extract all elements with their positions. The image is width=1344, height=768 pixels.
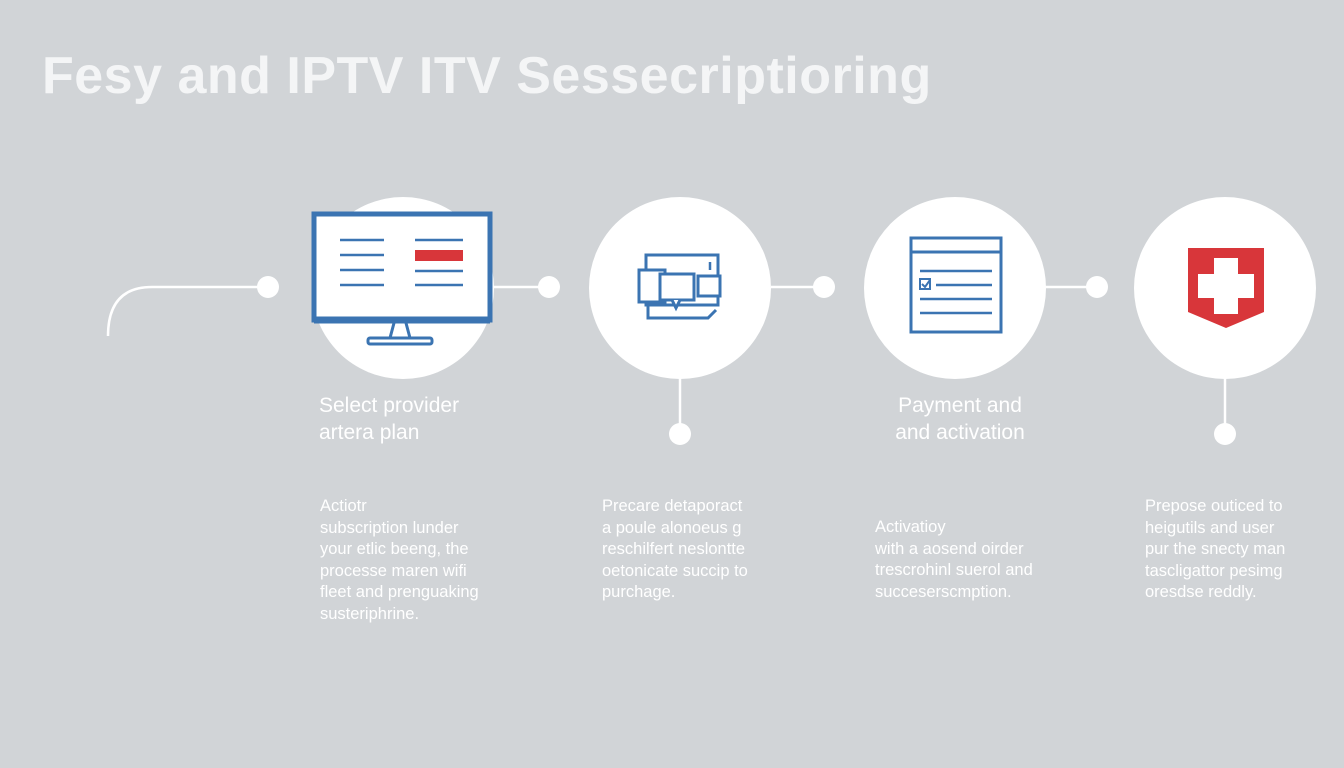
description-line: oresdse reddly. [1145,583,1257,601]
description-line: succeserscmption. [875,582,1012,601]
description-line: Actiotr [320,497,367,515]
description-line: processe maren wifi [320,561,467,580]
description-line: trescrohinl suerol and [875,561,1033,579]
heading-line: Select provider [319,394,460,417]
timeline-node [1214,423,1236,445]
timeline-node [538,276,560,298]
medical-cross-shield-icon [1188,248,1264,328]
description-line: your etlic beeng, the [320,540,469,558]
monitor-icon [311,211,493,346]
description-line: heigutils and user [1145,518,1275,537]
description-line: Precare detaporact [602,497,743,515]
step-4-description: Prepose outiced to heigutils and user pu… [1145,496,1344,604]
page-title: Fesy and IPTV ITV Sessecriptioring [42,47,932,105]
description-line: a poule alonoeus g [602,518,742,537]
step-3-heading: Payment and and activation [830,392,1090,446]
timeline-node [1086,276,1108,298]
step-2-description: Precare detaporact a poule alonoeus g re… [602,496,802,604]
description-line: Activatioy [875,518,946,536]
checklist-document-icon [909,236,1003,334]
description-line: fleet and prenguaking [320,583,479,601]
timeline-node [813,276,835,298]
description-line: subscription lunder [320,518,459,537]
description-line: Prepose outiced to [1145,497,1283,515]
description-line: tascligattor pesimg [1145,561,1283,580]
timeline-node [669,423,691,445]
timeline-start-curve [106,285,268,337]
description-line: with a aosend oirder [875,539,1024,558]
description-line: purchage. [602,583,676,601]
description-line: reschilfert neslontte [602,540,746,558]
description-line: pur the snecty man [1145,540,1286,558]
description-line: susteriphrine. [320,604,420,623]
step-1-heading: Select provider artera plan [319,392,579,446]
description-line: oetonicate succip to [602,561,748,580]
heading-line: Payment and [898,394,1022,417]
step-3-description: Activatioy with a aosend oirder trescroh… [875,517,1075,603]
heading-line: artera plan [319,421,420,444]
step-1-description: Actiotr subscription lunder your etlic b… [320,496,520,625]
step-3-circle [864,197,1046,379]
devices-icon [637,253,722,320]
timeline-node [257,276,279,298]
heading-line: and activation [895,421,1025,444]
